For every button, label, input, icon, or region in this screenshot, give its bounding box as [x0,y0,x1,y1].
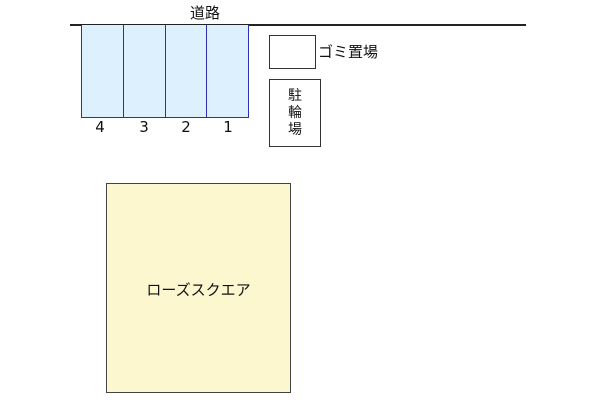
parking-stall-4 [81,25,124,118]
parking-stall-1 [207,25,249,118]
bicycle-parking: 駐 輪 場 [269,79,321,147]
parking-area [81,25,249,118]
bicycle-parking-char: 場 [288,121,302,138]
garbage-area-box [269,35,316,69]
garbage-area-label: ゴミ置場 [318,43,379,61]
building: ローズスクエア [106,183,291,393]
road-line [70,24,526,26]
bicycle-parking-char: 駐 [288,87,302,104]
building-label: ローズスクエア [146,280,251,299]
stall-number: 2 [181,118,191,136]
bicycle-parking-char: 輪 [288,104,302,121]
parking-stall-3 [123,25,166,118]
stall-number: 4 [95,118,105,136]
stall-number: 1 [223,118,233,136]
parking-stall-2 [165,25,208,118]
road-label: 道路 [189,4,220,22]
stall-number: 3 [139,118,149,136]
